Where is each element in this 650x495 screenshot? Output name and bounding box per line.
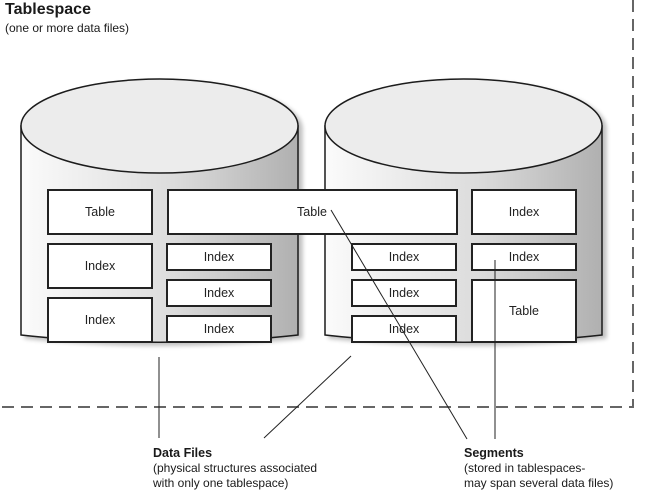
data-files-desc-1: (physical structures associated [153,461,318,475]
segment-table-spanning: Table [167,189,458,235]
segment-index: Index [351,315,457,343]
tablespace-subtitle: (one or more data files) [5,21,130,35]
segment-table: Table [471,279,577,343]
segments-desc-1: (stored in tablespaces- [464,461,586,475]
segment-index: Index [351,243,457,271]
segment-label: Table [297,205,327,219]
segment-table: Table [47,189,153,235]
segment-label: Index [389,250,420,264]
segments-heading: Segments [464,446,524,460]
segment-label: Table [85,205,115,219]
segment-index: Index [166,243,272,271]
segment-label: Index [85,259,116,273]
segment-index: Index [471,243,577,271]
segment-label: Index [204,286,235,300]
segment-index: Index [47,243,153,289]
segment-label: Index [204,322,235,336]
segment-index: Index [471,189,577,235]
segment-label: Index [509,205,540,219]
segment-label: Index [509,250,540,264]
segment-index: Index [166,279,272,307]
tablespace-title: Tablespace [5,1,91,18]
data-files-desc-2: with only one tablespace) [153,476,289,490]
callout-line-segments-1 [330,209,468,440]
data-files-heading: Data Files [153,446,213,460]
segment-label: Table [509,304,539,318]
segment-label: Index [85,313,116,327]
callout-line-data-files-2 [263,355,352,439]
segments-desc-2: may span several data files) [464,476,614,490]
tablespace-boundary [0,0,634,408]
segment-index: Index [351,279,457,307]
segment-label: Index [389,286,420,300]
data-files-callout: Data Files (physical structures associat… [153,446,317,491]
segment-label: Index [204,250,235,264]
segment-label: Index [389,322,420,336]
segments-callout: Segments (stored in tablespaces- may spa… [464,446,613,491]
segment-index: Index [166,315,272,343]
segment-index: Index [47,297,153,343]
